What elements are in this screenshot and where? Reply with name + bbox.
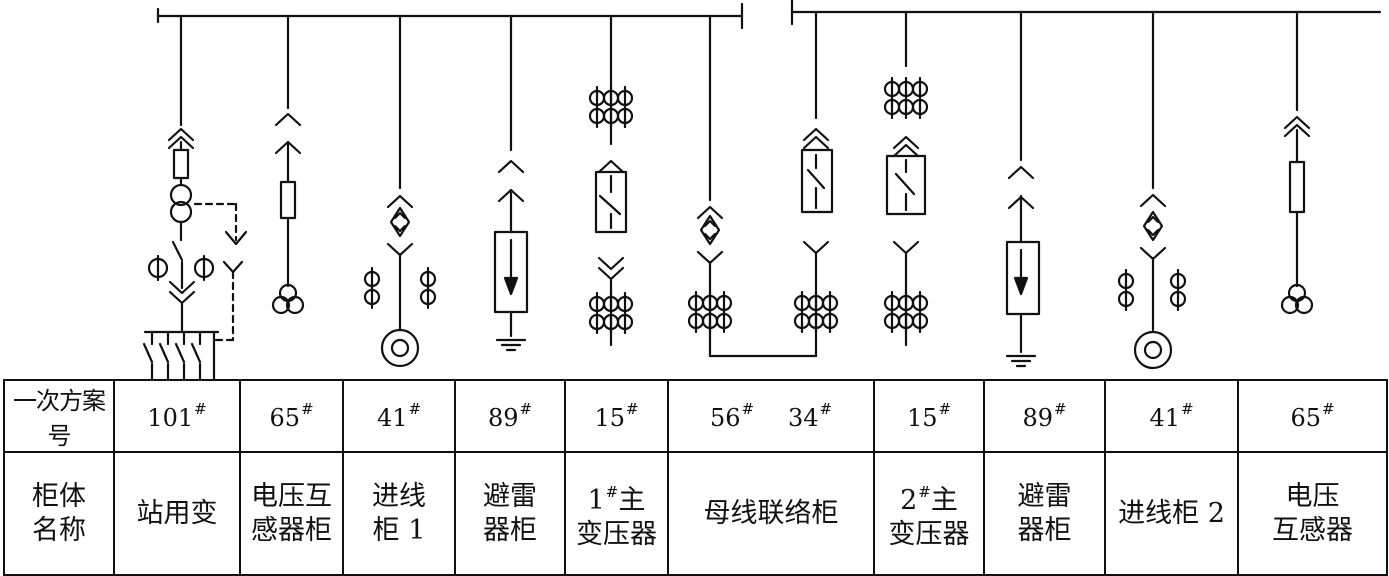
single-line-diagram: 一次方案号 101# 65# 41# 89# 15# 56# 34# 15# 8… xyxy=(3,0,1388,576)
cabinet-name: 站用变 xyxy=(113,451,241,576)
cabinet-name-header: 柜体 名称 xyxy=(3,451,115,576)
cabinet-name: 避雷 器柜 xyxy=(454,451,566,576)
feeder-pt-cabinet-left xyxy=(271,14,305,315)
busbar-left xyxy=(156,2,744,30)
feeder-pt-cabinet-right xyxy=(1280,10,1314,315)
scheme-number-header: 一次方案号 xyxy=(3,379,115,453)
cabinet-name: 进线柜 2 xyxy=(1104,451,1239,576)
cabinet-name: 母线联络柜 xyxy=(667,451,875,576)
feeder-bus-tie xyxy=(687,10,839,358)
cabinet-name: 2#主 变压器 xyxy=(873,451,985,576)
cabinet-name: 1#主 变压器 xyxy=(564,451,669,576)
scheme-code: 15# xyxy=(873,379,985,453)
scheme-code-pair: 56# 34# xyxy=(667,379,875,453)
scheme-code: 41# xyxy=(342,379,456,453)
scheme-code: 89# xyxy=(983,379,1106,453)
scheme-code: 101# xyxy=(113,379,241,453)
cabinet-table: 一次方案号 101# 65# 41# 89# 15# 56# 34# 15# 8… xyxy=(3,379,1388,576)
cabinet-name: 电压互 感器柜 xyxy=(239,451,344,576)
feeder-station-transformer xyxy=(142,14,248,380)
feeder-main-transformer-1 xyxy=(588,14,634,347)
scheme-code: 89# xyxy=(454,379,566,453)
feeder-main-transformer-2 xyxy=(883,10,929,347)
feeder-arrester-right xyxy=(1005,10,1041,368)
cabinet-name: 避雷 器柜 xyxy=(983,451,1106,576)
busbar-right xyxy=(790,0,1382,26)
feeder-arrester-left xyxy=(493,14,529,352)
scheme-code: 65# xyxy=(1237,379,1388,453)
scheme-code: 65# xyxy=(239,379,344,453)
feeder-incoming-1 xyxy=(363,14,437,368)
cabinet-name: 进线 柜 1 xyxy=(342,451,456,576)
scheme-code: 41# xyxy=(1104,379,1239,453)
cabinet-name: 电压 互感器 xyxy=(1237,451,1388,576)
scheme-code: 15# xyxy=(564,379,669,453)
feeder-incoming-2 xyxy=(1117,10,1187,370)
